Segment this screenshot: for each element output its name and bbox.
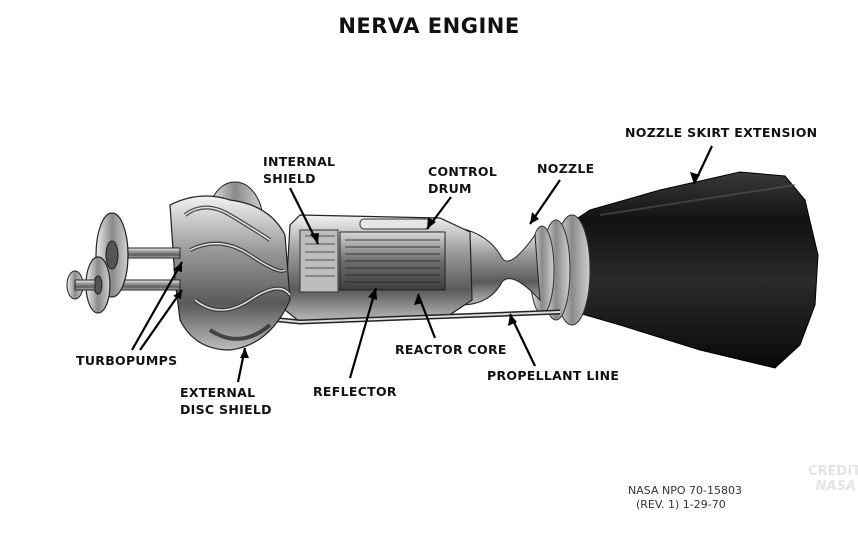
diagram-title: NERVA ENGINE [338,14,520,38]
label-nozzle-skirt-extension: NOZZLE SKIRT EXTENSION [625,125,818,140]
label-external-disc-shield-line2: DISC SHIELD [180,402,272,417]
label-external-disc-shield: EXTERNAL DISC SHIELD [180,384,272,418]
reference-line2: (REV. 1) 1-29-70 [636,498,726,511]
nozzle-skirt-extension [559,171,819,369]
credit-watermark: CREDIT NASA [808,464,858,494]
credit-watermark-line1: CREDIT [808,464,858,479]
label-reflector: REFLECTOR [313,384,397,399]
leader-turbopumps-2 [139,289,183,351]
label-control-drum-line2: DRUM [428,181,472,196]
label-internal-shield-line1: INTERNAL [263,154,336,169]
credit-watermark-line2: NASA [815,479,856,494]
label-propellant-line: PROPELLANT LINE [487,368,620,383]
label-reactor-core: REACTOR CORE [395,342,507,357]
leader-arrowheads [173,172,700,358]
plumbing-cluster [169,195,291,351]
label-external-disc-shield-line1: EXTERNAL [180,385,256,400]
internal-shield-block [299,229,339,293]
reference-number: NASA NPO 70-15803 (REV. 1) 1-29-70 [628,484,742,512]
label-internal-shield-line2: SHIELD [263,171,316,186]
label-internal-shield: INTERNAL SHIELD [263,153,335,187]
nozzle-throat [459,227,541,306]
label-control-drum: CONTROL DRUM [428,163,497,197]
control-drum-shape [359,218,431,230]
leader-turbopumps-1 [131,261,183,351]
label-control-drum-line1: CONTROL [428,164,498,179]
reference-line1: NASA NPO 70-15803 [628,484,742,497]
label-turbopumps: TURBOPUMPS [76,353,178,368]
label-nozzle: NOZZLE [537,161,595,176]
leader-reflector [348,287,378,379]
